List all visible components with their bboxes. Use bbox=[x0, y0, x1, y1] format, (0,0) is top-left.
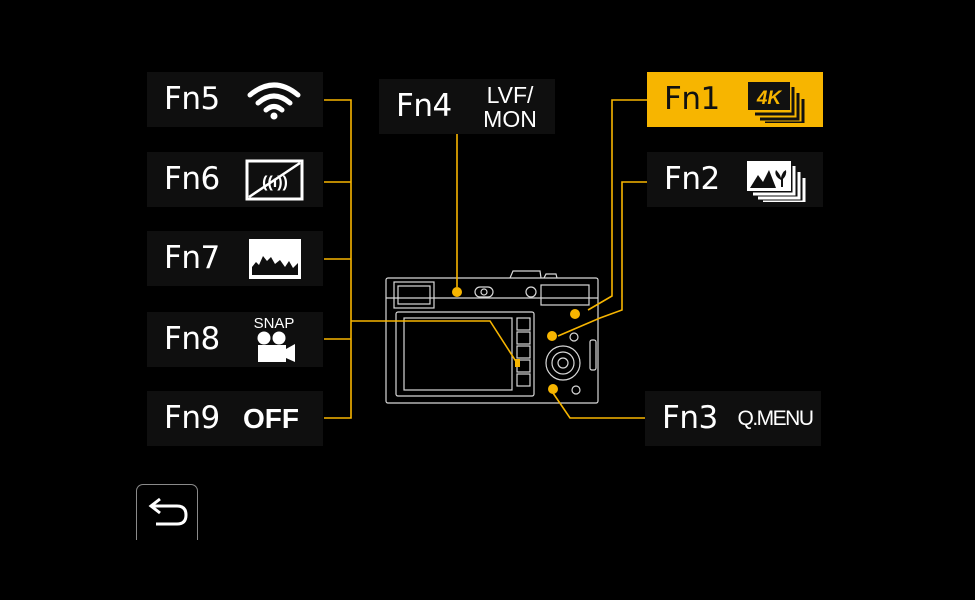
fn5-button[interactable]: Fn5 bbox=[147, 72, 323, 127]
fn2-button[interactable]: Fn2 bbox=[647, 152, 823, 207]
fn4-function-text-line1: LVF/ bbox=[486, 82, 534, 108]
fn3-button[interactable]: Fn3 Q.MENU bbox=[645, 391, 821, 446]
back-button[interactable] bbox=[136, 484, 198, 540]
4k-badge-text: 4K bbox=[756, 88, 783, 109]
fn3-label: Fn3 bbox=[662, 400, 718, 436]
fn9-function-text: OFF bbox=[243, 403, 299, 434]
fn2-label: Fn2 bbox=[664, 161, 720, 197]
fn7-button[interactable]: Fn7 bbox=[147, 231, 323, 286]
fn1-button[interactable]: Fn1 4K bbox=[647, 72, 823, 127]
monitor-off-icon-text: ((ı)) bbox=[262, 174, 288, 191]
fn6-label: Fn6 bbox=[164, 161, 220, 197]
camera-body-illustration bbox=[385, 270, 599, 404]
fn5-label: Fn5 bbox=[164, 81, 220, 117]
fn3-function-text: Q.MENU bbox=[737, 407, 815, 430]
fn8-button[interactable]: Fn8 SNAP bbox=[147, 312, 323, 367]
fn4-function-text-line2: MON bbox=[483, 106, 537, 132]
fn7-label: Fn7 bbox=[164, 240, 220, 276]
fn9-label: Fn9 bbox=[164, 400, 220, 436]
snap-label: SNAP bbox=[253, 315, 295, 332]
fn4-label: Fn4 bbox=[396, 88, 452, 124]
4k-burst-icon: 4K bbox=[748, 82, 805, 123]
post-focus-icon bbox=[747, 161, 806, 202]
snap-movie-icon bbox=[257, 331, 295, 362]
fn1-label: Fn1 bbox=[664, 81, 720, 117]
monitor-off-icon: ((ı)) bbox=[245, 159, 304, 201]
fn9-button[interactable]: Fn9 OFF bbox=[147, 391, 323, 446]
fn4-button[interactable]: Fn4 LVF/ MON bbox=[379, 79, 555, 134]
fn8-label: Fn8 bbox=[164, 321, 220, 357]
return-arrow-icon bbox=[148, 497, 188, 526]
wifi-icon bbox=[247, 82, 301, 120]
fn6-button[interactable]: Fn6 ((ı)) bbox=[147, 152, 323, 207]
histogram-icon bbox=[249, 239, 301, 279]
